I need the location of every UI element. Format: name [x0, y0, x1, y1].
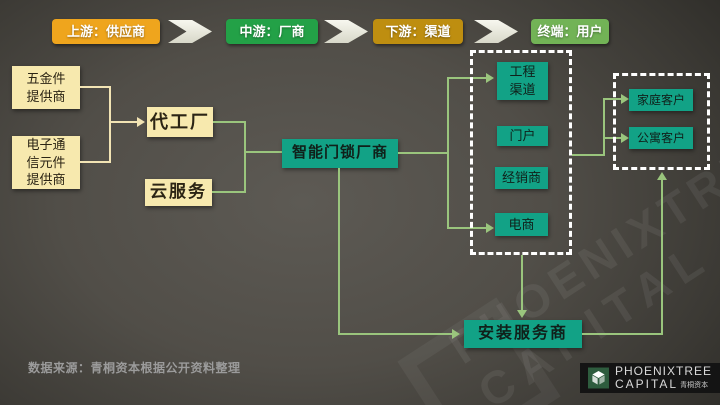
- arrowhead-right-icon: [486, 73, 494, 83]
- arrowhead-down-icon: [517, 310, 527, 318]
- node-channel-dealer: 经销商: [495, 167, 548, 189]
- connector-line: [447, 77, 449, 229]
- node-channel-ecommerce: 电商: [495, 213, 548, 236]
- connector-line: [213, 121, 246, 123]
- connector-line: [521, 255, 523, 310]
- node-channel-portal: 门户: [497, 126, 548, 146]
- connector-line: [212, 191, 246, 193]
- arrowhead-right-icon: [486, 223, 494, 233]
- connector-line: [603, 98, 605, 156]
- arrowhead-up-icon: [657, 172, 667, 180]
- node-hardware-supplier: 五金件 提供商: [12, 66, 80, 109]
- source-note: 数据来源：青桐资本根据公开资料整理: [28, 361, 241, 375]
- stage-midstream: 中游：厂商: [226, 19, 318, 44]
- connector-line: [398, 152, 449, 154]
- connector-line: [572, 154, 605, 156]
- connector-line: [449, 227, 486, 229]
- cube-logo-icon: [588, 367, 609, 389]
- logo-chinese-name: 青桐资本: [680, 382, 709, 390]
- logo-line2: CAPITAL 青桐资本: [615, 378, 712, 391]
- flow-arrow-icon: [474, 20, 518, 43]
- node-oem-factory: 代工厂: [147, 107, 213, 137]
- node-channel-engineering: 工程 渠道: [497, 62, 548, 100]
- flow-arrow-icon: [324, 20, 368, 43]
- connector-line: [109, 86, 111, 163]
- phoenixtree-logo: PHOENIXTREE CAPITAL 青桐资本: [580, 363, 720, 393]
- watermark-cube: [397, 297, 561, 405]
- connector-line: [338, 168, 340, 335]
- node-customer-home: 家庭客户: [629, 89, 693, 111]
- connector-line: [80, 86, 111, 88]
- arrowhead-right-icon: [137, 117, 145, 127]
- node-smartlock-maker: 智能门锁厂商: [282, 139, 398, 168]
- connector-line: [338, 333, 452, 335]
- arrowhead-right-icon: [621, 94, 629, 104]
- customers-group-frame: [613, 73, 710, 170]
- arrowhead-right-icon: [452, 329, 460, 339]
- connector-line: [244, 121, 246, 193]
- connector-line: [246, 151, 282, 153]
- logo-capital: CAPITAL: [614, 377, 679, 391]
- connector-line: [111, 121, 137, 123]
- stage-terminal: 终端：用户: [531, 19, 609, 44]
- connector-line: [661, 180, 663, 335]
- connector-line: [80, 161, 111, 163]
- connector-line: [582, 333, 663, 335]
- logo-wordmark: PHOENIXTREE CAPITAL 青桐资本: [615, 365, 712, 390]
- channels-group-frame: [470, 50, 572, 255]
- logo-line1: PHOENIXTREE: [614, 364, 712, 379]
- stage-upstream: 上游：供应商: [52, 19, 160, 44]
- connector-line: [449, 77, 486, 79]
- node-customer-apartment: 公寓客户: [629, 127, 693, 149]
- stage-downstream: 下游：渠道: [373, 19, 463, 44]
- flow-arrow-icon: [168, 20, 212, 43]
- node-cloud-service: 云服务: [145, 179, 212, 206]
- arrowhead-right-icon: [621, 133, 629, 143]
- node-installer: 安装服务商: [464, 320, 582, 348]
- node-electronics-supplier: 电子通 信元件 提供商: [12, 136, 80, 189]
